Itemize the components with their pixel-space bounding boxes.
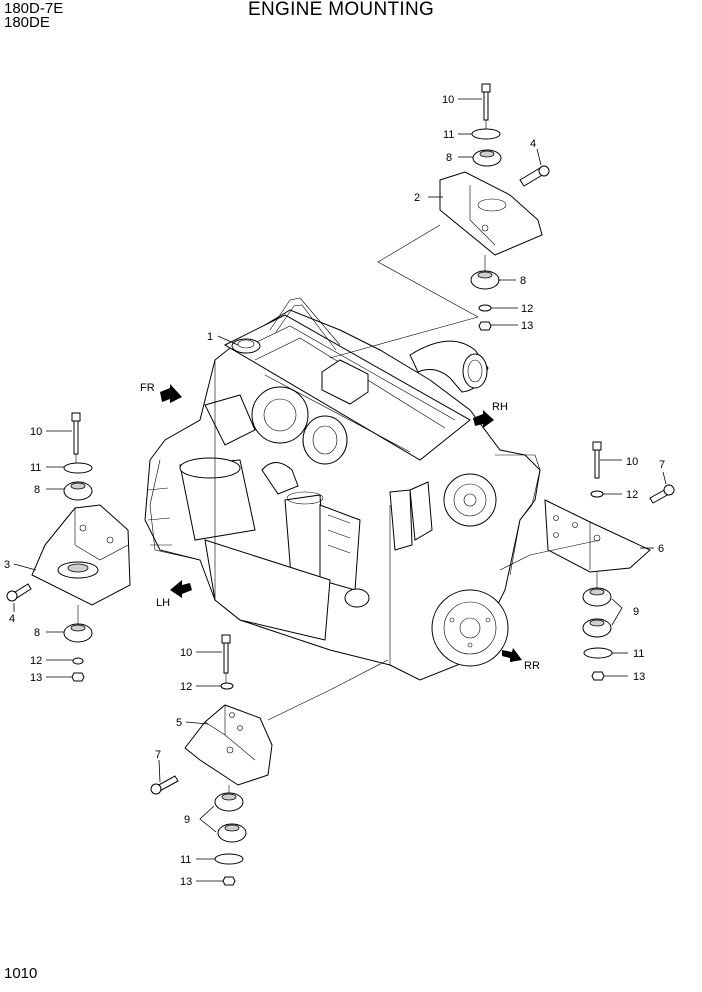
callout-top-washer-11: 11	[443, 129, 454, 141]
callout-bottom-bracket-5: 5	[176, 717, 182, 729]
callout-bottom-mount-9: 9	[184, 814, 190, 826]
bottom-bracket-5[interactable]	[184, 704, 273, 786]
bottom-bolt-7[interactable]	[150, 775, 179, 795]
callout-top-washer-12: 12	[521, 303, 533, 315]
callout-left-bolt-10: 10	[30, 426, 42, 438]
direction-label-rr: RR	[524, 660, 540, 672]
left-mount-8a[interactable]	[63, 481, 93, 501]
page-title: ENGINE MOUNTING	[248, 0, 435, 20]
top-washer-12[interactable]	[478, 304, 492, 312]
model-number-primary: 180D-7E	[4, 0, 64, 17]
callout-bottom-washer-12: 12	[180, 681, 192, 693]
callout-right-nut-13: 13	[633, 671, 645, 683]
direction-label-rh: RH	[492, 401, 508, 413]
right-washer-12[interactable]	[590, 490, 604, 498]
bottom-mount-9[interactable]	[214, 792, 247, 843]
bottom-bolt-10[interactable]	[221, 634, 231, 674]
model-number-secondary: 180DE	[4, 14, 50, 31]
page-number: 1010	[4, 965, 38, 982]
callout-left-washer-11: 11	[30, 462, 41, 474]
bottom-washer-11[interactable]	[214, 853, 244, 865]
left-bolt-4[interactable]	[6, 583, 32, 602]
top-bolt-4[interactable]	[519, 165, 550, 187]
callout-engine-1: 1	[207, 331, 213, 343]
direction-arrow-rh	[473, 410, 494, 428]
right-washer-11[interactable]	[583, 647, 613, 659]
bottom-washer-12[interactable]	[220, 682, 234, 690]
direction-arrow-rr	[502, 648, 522, 662]
top-bracket-2[interactable]	[439, 171, 543, 256]
right-bolt-7[interactable]	[649, 484, 675, 504]
callout-bottom-bolt-7: 7	[155, 749, 161, 761]
callout-left-nut-13: 13	[30, 672, 42, 684]
top-mount-8a[interactable]	[472, 149, 502, 167]
right-bracket-6[interactable]	[544, 499, 651, 573]
callout-right-washer-12: 12	[626, 489, 638, 501]
right-mount-9[interactable]	[582, 587, 612, 638]
left-nut-13[interactable]	[71, 672, 85, 682]
left-bracket-3[interactable]	[31, 504, 131, 606]
callout-right-bracket-6: 6	[658, 543, 664, 555]
callout-bottom-bolt-10: 10	[180, 647, 192, 659]
bottom-nut-13[interactable]	[222, 876, 236, 886]
right-nut-13[interactable]	[591, 671, 605, 681]
callout-top-bolt-10: 10	[442, 94, 454, 106]
direction-label-lh: LH	[156, 597, 170, 609]
top-nut-13[interactable]	[478, 321, 492, 331]
left-mount-8b[interactable]	[63, 623, 93, 643]
direction-label-fr: FR	[140, 382, 155, 394]
callout-right-bolt-7: 7	[659, 459, 665, 471]
direction-arrow-lh	[170, 580, 192, 598]
top-washer-11[interactable]	[471, 128, 501, 140]
right-bolt-10[interactable]	[592, 441, 602, 479]
callout-right-mount-9: 9	[633, 606, 639, 618]
callout-left-bolt-4: 4	[9, 613, 15, 625]
callout-left-washer-12: 12	[30, 655, 42, 667]
callout-right-bolt-10: 10	[626, 456, 638, 468]
callout-left-mount-8b: 8	[34, 627, 40, 639]
top-bolt-10[interactable]	[481, 83, 491, 121]
callout-top-mount-8b: 8	[520, 275, 526, 287]
direction-arrow-fr	[160, 384, 182, 403]
left-bolt-10[interactable]	[71, 412, 81, 455]
top-mount-8b[interactable]	[470, 270, 500, 290]
callout-right-washer-11: 11	[633, 648, 644, 660]
callout-left-bracket-3: 3	[4, 559, 10, 571]
callout-left-mount-8a: 8	[34, 484, 40, 496]
callout-bottom-nut-13: 13	[180, 876, 192, 888]
callout-top-bracket-2: 2	[414, 192, 420, 204]
callout-top-mount-8a: 8	[446, 152, 452, 164]
callout-top-nut-13: 13	[521, 320, 533, 332]
engine-assembly[interactable]	[144, 297, 541, 681]
callout-bottom-washer-11: 11	[180, 854, 191, 866]
callout-top-bolt-4: 4	[530, 138, 536, 150]
left-washer-11[interactable]	[63, 462, 93, 474]
left-washer-12[interactable]	[72, 657, 84, 665]
